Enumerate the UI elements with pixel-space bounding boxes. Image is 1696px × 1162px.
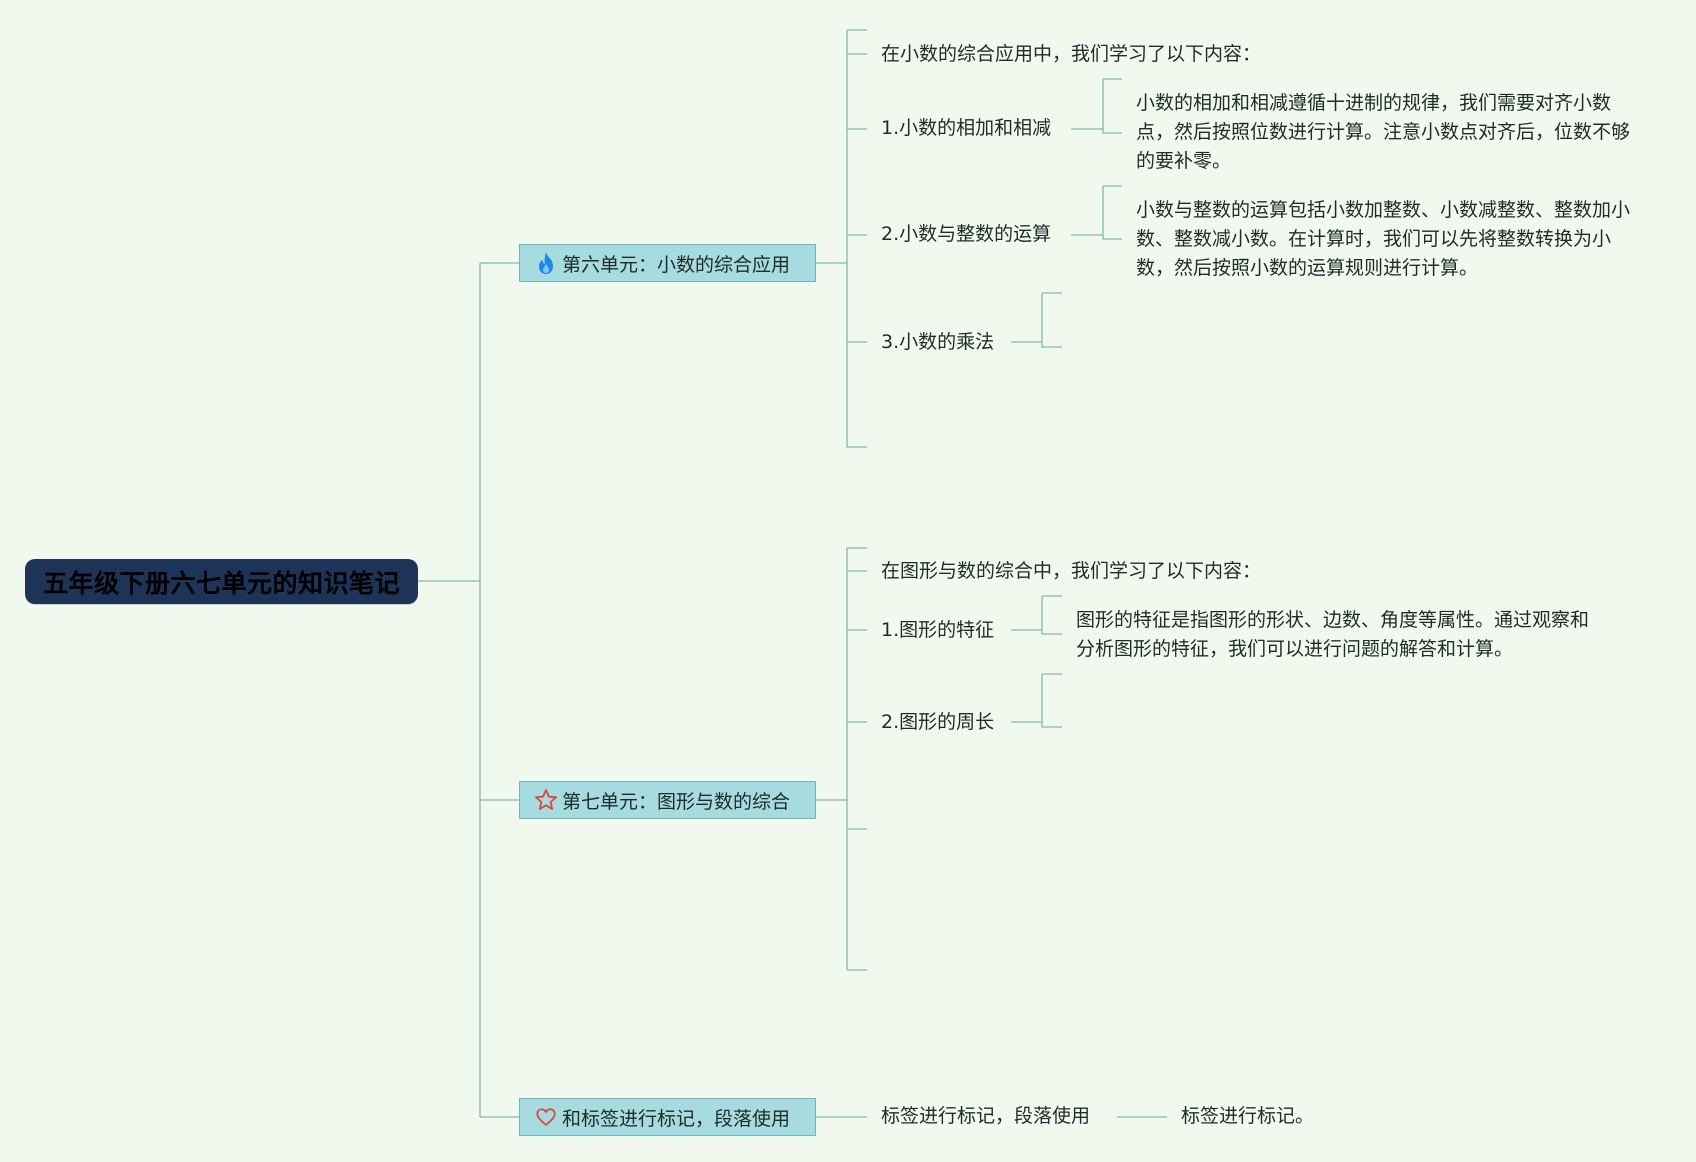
unit7-intro: 在图形与数的综合中，我们学习了以下内容： — [881, 560, 1262, 582]
unit7-item1-detail: 图形的特征是指图形的形状、边数、角度等属性。通过观察和分析图形的特征，我们可以进… — [1076, 609, 1590, 660]
flame-icon — [534, 251, 558, 275]
root-node[interactable]: 五年级下册六七单元的知识笔记 — [25, 559, 418, 604]
unit6-item1-label[interactable]: 1.小数的相加和相减 — [881, 117, 1052, 139]
branch-unit7[interactable]: 第七单元：图形与数的综合 — [519, 781, 816, 819]
item13-bracket — [1041, 292, 1062, 348]
unit6-item3-label[interactable]: 3.小数的乘法 — [881, 331, 995, 353]
branch-tags-label: 和标签进行标记，段落使用 — [562, 1107, 791, 1130]
heart-icon — [534, 1105, 558, 1129]
branch-tags[interactable]: 和标签进行标记，段落使用 — [519, 1098, 816, 1136]
unit6-item2-detail: 小数与整数的运算包括小数加整数、小数减整数、整数加小数、整数减小数。在计算时，我… — [1136, 199, 1631, 279]
branch-unit6-label: 第六单元：小数的综合应用 — [562, 253, 791, 276]
unit7-item2-label[interactable]: 2.图形的周长 — [881, 711, 995, 733]
unit7-item1-label[interactable]: 1.图形的特征 — [881, 619, 995, 641]
root-title: 五年级下册六七单元的知识笔记 — [42, 568, 400, 598]
unit6-intro: 在小数的综合应用中，我们学习了以下内容： — [881, 43, 1262, 65]
item12-bracket — [1102, 185, 1122, 240]
tags-item1-detail: 标签进行标记。 — [1181, 1105, 1315, 1127]
item11-bracket — [1102, 78, 1122, 134]
unit6-item1-detail: 小数的相加和相减遵循十进制的规律，我们需要对齐小数点，然后按照位数进行计算。注意… — [1136, 92, 1631, 172]
branch-unit7-label: 第七单元：图形与数的综合 — [562, 790, 791, 813]
star-icon — [534, 788, 558, 812]
item22-bracket — [1041, 673, 1062, 728]
branch-unit6[interactable]: 第六单元：小数的综合应用 — [519, 244, 816, 282]
item21-bracket — [1041, 595, 1062, 635]
tags-item1-label[interactable]: 标签进行标记，段落使用 — [881, 1105, 1091, 1127]
unit6-item2-label[interactable]: 2.小数与整数的运算 — [881, 223, 1052, 245]
